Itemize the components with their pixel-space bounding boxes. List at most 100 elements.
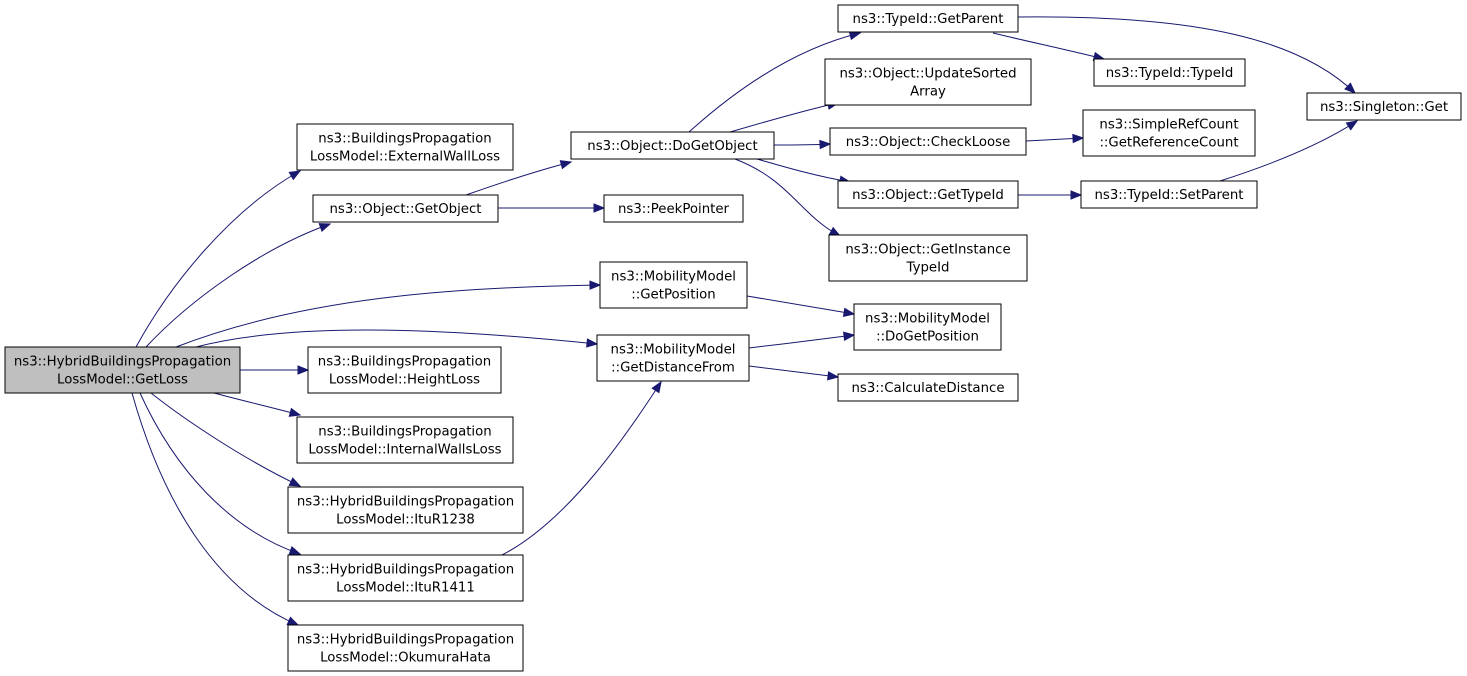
arrowhead (651, 380, 662, 394)
node-label-line: ns3::Object::GetInstance (845, 243, 1010, 258)
edge-line (748, 334, 855, 349)
node-setparent[interactable]: ns3::TypeId::SetParent (1080, 180, 1258, 209)
node-label-line: LossModel::GetLoss (57, 373, 188, 388)
edge-getloss-to-getposition (175, 280, 602, 348)
arrowhead (1070, 190, 1083, 200)
edge-checkloose-to-getreferencecount (1025, 133, 1085, 144)
edge-line (139, 392, 301, 555)
node-label-line: ns3::MobilityModel (611, 270, 736, 285)
edge-line (1017, 16, 1356, 94)
node-label-line: TypeId (906, 261, 950, 276)
node-label-line: ::GetPosition (631, 288, 715, 303)
edge-line (465, 161, 572, 196)
edge-line (688, 32, 861, 133)
node-label-line: ns3::SimpleRefCount (1099, 118, 1238, 133)
node-box (287, 624, 524, 672)
node-label-line: ::GetReferenceCount (1099, 136, 1238, 151)
node-label-line: ::DoGetPosition (876, 330, 979, 345)
arrowhead (288, 407, 302, 417)
node-label-line: ns3::MobilityModel (611, 343, 736, 358)
edge-dogetobject-to-checkloose (773, 139, 832, 150)
node-heightloss[interactable]: ns3::BuildingsPropagationLossModel::Heig… (307, 346, 502, 394)
node-label-line: ns3::TypeId::GetParent (853, 12, 1004, 27)
edge-getloss-to-internalwallsloss (213, 392, 302, 417)
node-label-line: ::GetDistanceFrom (611, 361, 735, 376)
node-dogetobject[interactable]: ns3::Object::DoGetObject (570, 131, 775, 160)
node-label-line: ns3::TypeId::TypeId (1106, 66, 1234, 81)
arrowhead (318, 223, 332, 233)
node-box (828, 234, 1028, 282)
arrowhead (286, 616, 300, 626)
node-box (837, 180, 1019, 209)
node-label-line: ns3::BuildingsPropagation (318, 132, 491, 147)
edge-dogetobject-to-updatesortedarray (729, 100, 840, 133)
node-getreferencecount[interactable]: ns3::SimpleRefCount::GetReferenceCount (1082, 109, 1256, 157)
node-itur1238[interactable]: ns3::HybridBuildingsPropagationLossModel… (287, 486, 524, 534)
node-gettypeid[interactable]: ns3::Object::GetTypeId (837, 180, 1019, 209)
edge-getloss-to-itur1238 (150, 392, 302, 487)
arrowhead (819, 139, 832, 150)
node-box (837, 4, 1019, 33)
node-box (853, 303, 1002, 351)
edge-dogetobject-to-gettypeid (756, 158, 852, 185)
node-getdistancefrom[interactable]: ns3::MobilityModel::GetDistanceFrom (596, 334, 750, 382)
node-label-line: ns3::BuildingsPropagation (318, 425, 491, 440)
node-dogetposition[interactable]: ns3::MobilityModel::DoGetPosition (853, 303, 1002, 351)
edge-line (195, 329, 598, 348)
node-box (603, 194, 744, 223)
node-label-line: LossModel::HeightLoss (329, 373, 480, 388)
edge-line (992, 32, 1105, 60)
edge-getloss-to-externalwallloss (135, 170, 302, 348)
node-box (287, 486, 524, 534)
node-getobject[interactable]: ns3::Object::GetObject (312, 194, 499, 223)
edge-typeid_getparent-to-singleton_get (1017, 16, 1356, 94)
edge-line (150, 392, 301, 487)
edge-getloss-to-itur1411 (139, 392, 302, 555)
node-calculatedistance[interactable]: ns3::CalculateDistance (837, 373, 1019, 402)
node-label-line: ns3::Object::UpdateSorted (839, 67, 1016, 82)
node-checkloose[interactable]: ns3::Object::CheckLoose (829, 127, 1027, 156)
node-label-line: ns3::Object::GetTypeId (852, 188, 1004, 203)
edge-getobject-to-peekpointer (497, 203, 606, 213)
edge-line (1219, 120, 1358, 182)
node-box (296, 416, 514, 464)
edge-line (213, 392, 301, 416)
node-typeid-getparent[interactable]: ns3::TypeId::GetParent (837, 4, 1019, 33)
node-typeid-typeid[interactable]: ns3::TypeId::TypeId (1093, 58, 1246, 87)
edge-line (175, 284, 601, 348)
node-box (287, 554, 524, 602)
arrowhead (559, 160, 573, 170)
node-getloss[interactable]: ns3::HybridBuildingsPropagationLossModel… (4, 346, 241, 394)
node-label-line: ns3::Object::GetObject (329, 202, 481, 217)
node-internalwallsloss[interactable]: ns3::BuildingsPropagationLossModel::Inte… (296, 416, 514, 464)
node-externalwallloss[interactable]: ns3::BuildingsPropagationLossModel::Exte… (296, 123, 514, 171)
arrowhead (589, 280, 602, 290)
node-label-line: ns3::BuildingsPropagation (318, 355, 491, 370)
node-box (1082, 109, 1256, 157)
edge-getobject-to-dogetobject (465, 160, 573, 196)
node-box (307, 346, 502, 394)
edge-getloss-to-getdistancefrom (195, 329, 599, 348)
node-peekpointer[interactable]: ns3::PeekPointer (603, 194, 744, 223)
edge-getdistancefrom-to-dogetposition (748, 331, 856, 349)
node-label-line: ns3::HybridBuildingsPropagation (297, 633, 514, 648)
edge-gettypeid-to-setparent (1018, 190, 1083, 200)
node-box (824, 58, 1032, 106)
node-box (1080, 180, 1258, 209)
node-label-line: ns3::HybridBuildingsPropagation (297, 563, 514, 578)
node-box (1093, 58, 1246, 87)
node-label-line: ns3::TypeId::SetParent (1094, 188, 1243, 203)
node-singleton-get[interactable]: ns3::Singleton::Get (1306, 92, 1462, 121)
node-okumurahata[interactable]: ns3::HybridBuildingsPropagationLossModel… (287, 624, 524, 672)
edges-layer (131, 16, 1359, 626)
node-label-line: ns3::PeekPointer (618, 202, 730, 217)
nodes-layer: ns3::HybridBuildingsPropagationLossModel… (4, 4, 1462, 672)
node-getposition[interactable]: ns3::MobilityModel::GetPosition (599, 261, 748, 309)
node-itur1411[interactable]: ns3::HybridBuildingsPropagationLossModel… (287, 554, 524, 602)
node-label-line: LossModel::ItuR1411 (336, 581, 475, 596)
node-label-line: ns3::MobilityModel (865, 312, 990, 327)
edge-line (748, 365, 839, 378)
node-box (1306, 92, 1462, 121)
